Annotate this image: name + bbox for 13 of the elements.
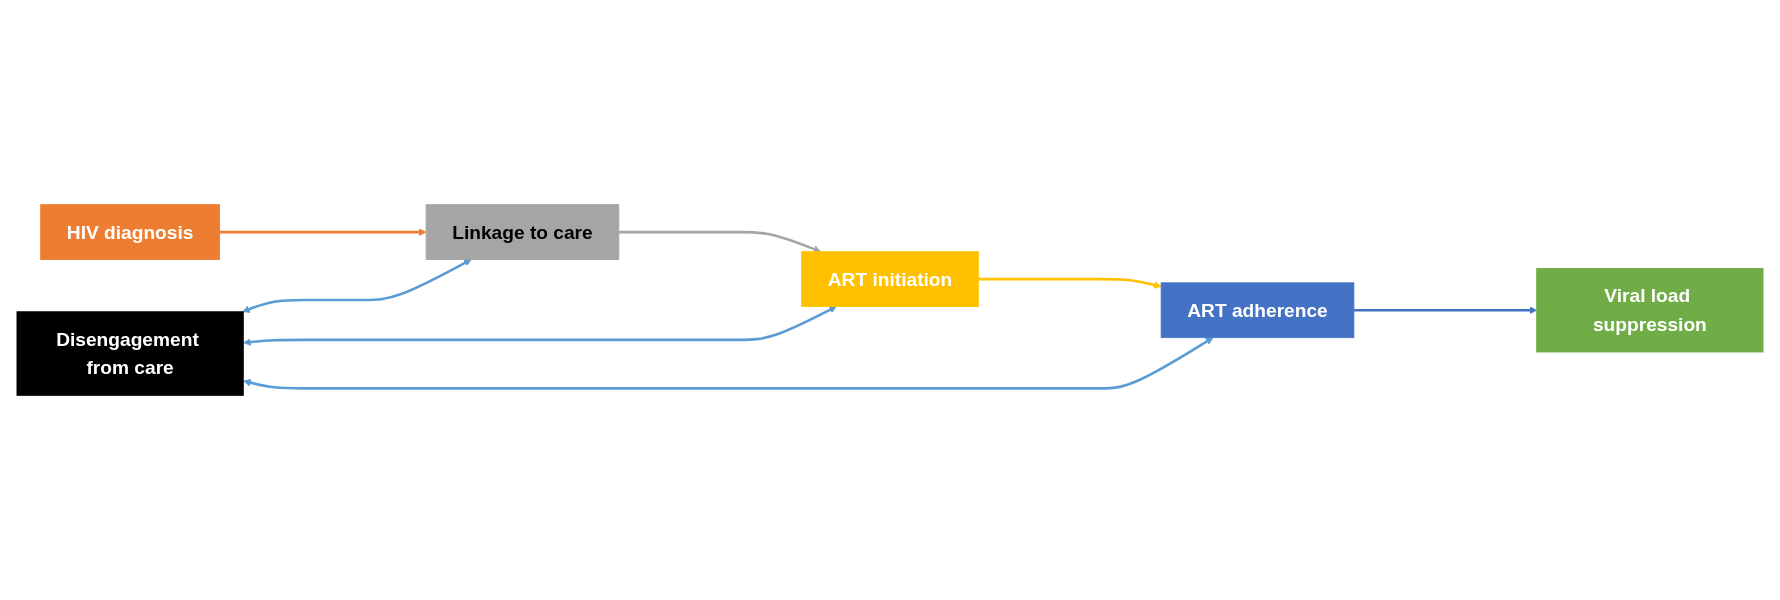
node-box: Linkage to care — [425, 204, 620, 260]
node-box: ART initiation — [801, 251, 979, 307]
arrow — [242, 259, 472, 313]
arrow — [618, 230, 822, 253]
node-box: Disengagement from care — [16, 311, 244, 396]
arrow — [243, 306, 837, 346]
arrow — [219, 228, 427, 236]
node-box: ART adherence — [1160, 282, 1355, 339]
arrow — [978, 277, 1162, 289]
node-box: Viral load suppression — [1536, 268, 1764, 353]
node-box: HIV diagnosis — [40, 204, 220, 260]
arrow — [243, 337, 1214, 390]
arrow — [1353, 306, 1538, 315]
